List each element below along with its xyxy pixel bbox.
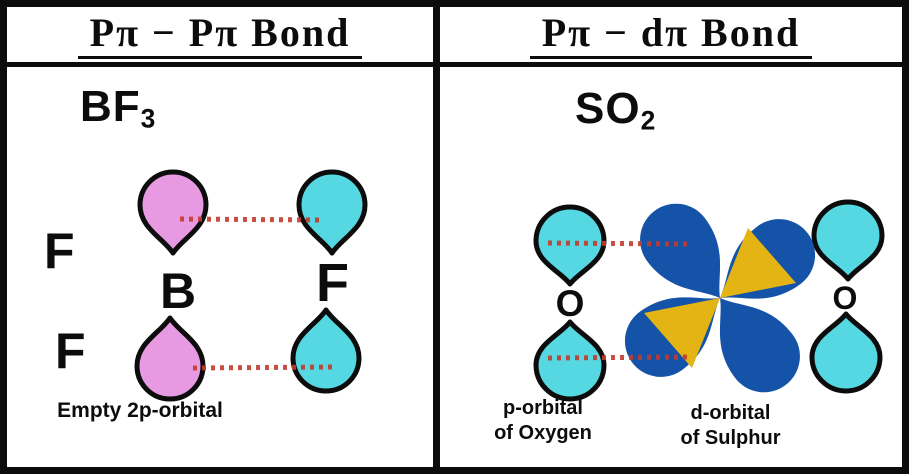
p-orbital-caption-line2: of Oxygen <box>494 422 592 444</box>
so2-formula-base: SO <box>575 84 641 133</box>
overlap-dotted-line-so2-bottom <box>547 354 688 361</box>
header-bottom-rule <box>0 62 909 67</box>
bf3-formula-base: BF <box>80 82 141 131</box>
boron-label: B <box>160 263 197 319</box>
fluorine-label-right: F <box>316 253 349 313</box>
p-orbital-caption: p-orbital of Oxygen <box>472 396 614 446</box>
panel-divider <box>433 0 440 474</box>
fluorine-2p-lobe-top <box>299 172 365 253</box>
oxygen-label-left: O <box>555 283 585 324</box>
boron-empty-2p-lobe-bottom <box>137 318 203 399</box>
header-left-cell: Pπ − Pπ Bond <box>7 7 433 62</box>
oxygen-p-lobe-bottom-left <box>536 322 604 399</box>
d-orbital-wedge-left <box>644 298 720 368</box>
bf3-formula: BF3 <box>80 82 156 135</box>
bf3-formula-subscript: 3 <box>140 103 157 134</box>
fluorine-label-upper-left: F <box>44 223 75 279</box>
header-right-title: Pπ − dπ Bond <box>529 10 813 59</box>
overlap-dotted-line-bf3-top <box>179 216 323 223</box>
overlap-dotted-line-so2-top <box>547 240 691 247</box>
so2-formula: SO2 <box>575 84 656 137</box>
header-left-title: Pπ − Pπ Bond <box>77 10 363 59</box>
so2-formula-subscript: 2 <box>640 105 657 136</box>
d-orbital-caption-line1: d-orbital <box>690 402 771 424</box>
oxygen-label-right: O <box>832 280 858 316</box>
boron-empty-2p-lobe-top <box>140 172 206 253</box>
header-right-cell: Pπ − dπ Bond <box>440 7 902 62</box>
d-orbital-wedge-right <box>720 228 796 298</box>
fluorine-2p-lobe-bottom <box>293 310 359 391</box>
oxygen-p-lobe-top-right <box>814 202 882 279</box>
fluorine-label-lower-left: F <box>55 323 86 379</box>
sulphur-d-orbital <box>610 189 830 407</box>
d-orbital-caption-line2: of Sulphur <box>680 427 781 449</box>
oxygen-p-lobe-bottom-right <box>812 314 880 391</box>
p-orbital-caption-line1: p-orbital <box>503 397 583 419</box>
overlap-dotted-line-bf3-bottom <box>192 364 334 371</box>
empty-2p-orbital-caption: Empty 2p-orbital <box>57 399 223 422</box>
d-orbital-caption: d-orbital of Sulphur <box>648 401 813 451</box>
